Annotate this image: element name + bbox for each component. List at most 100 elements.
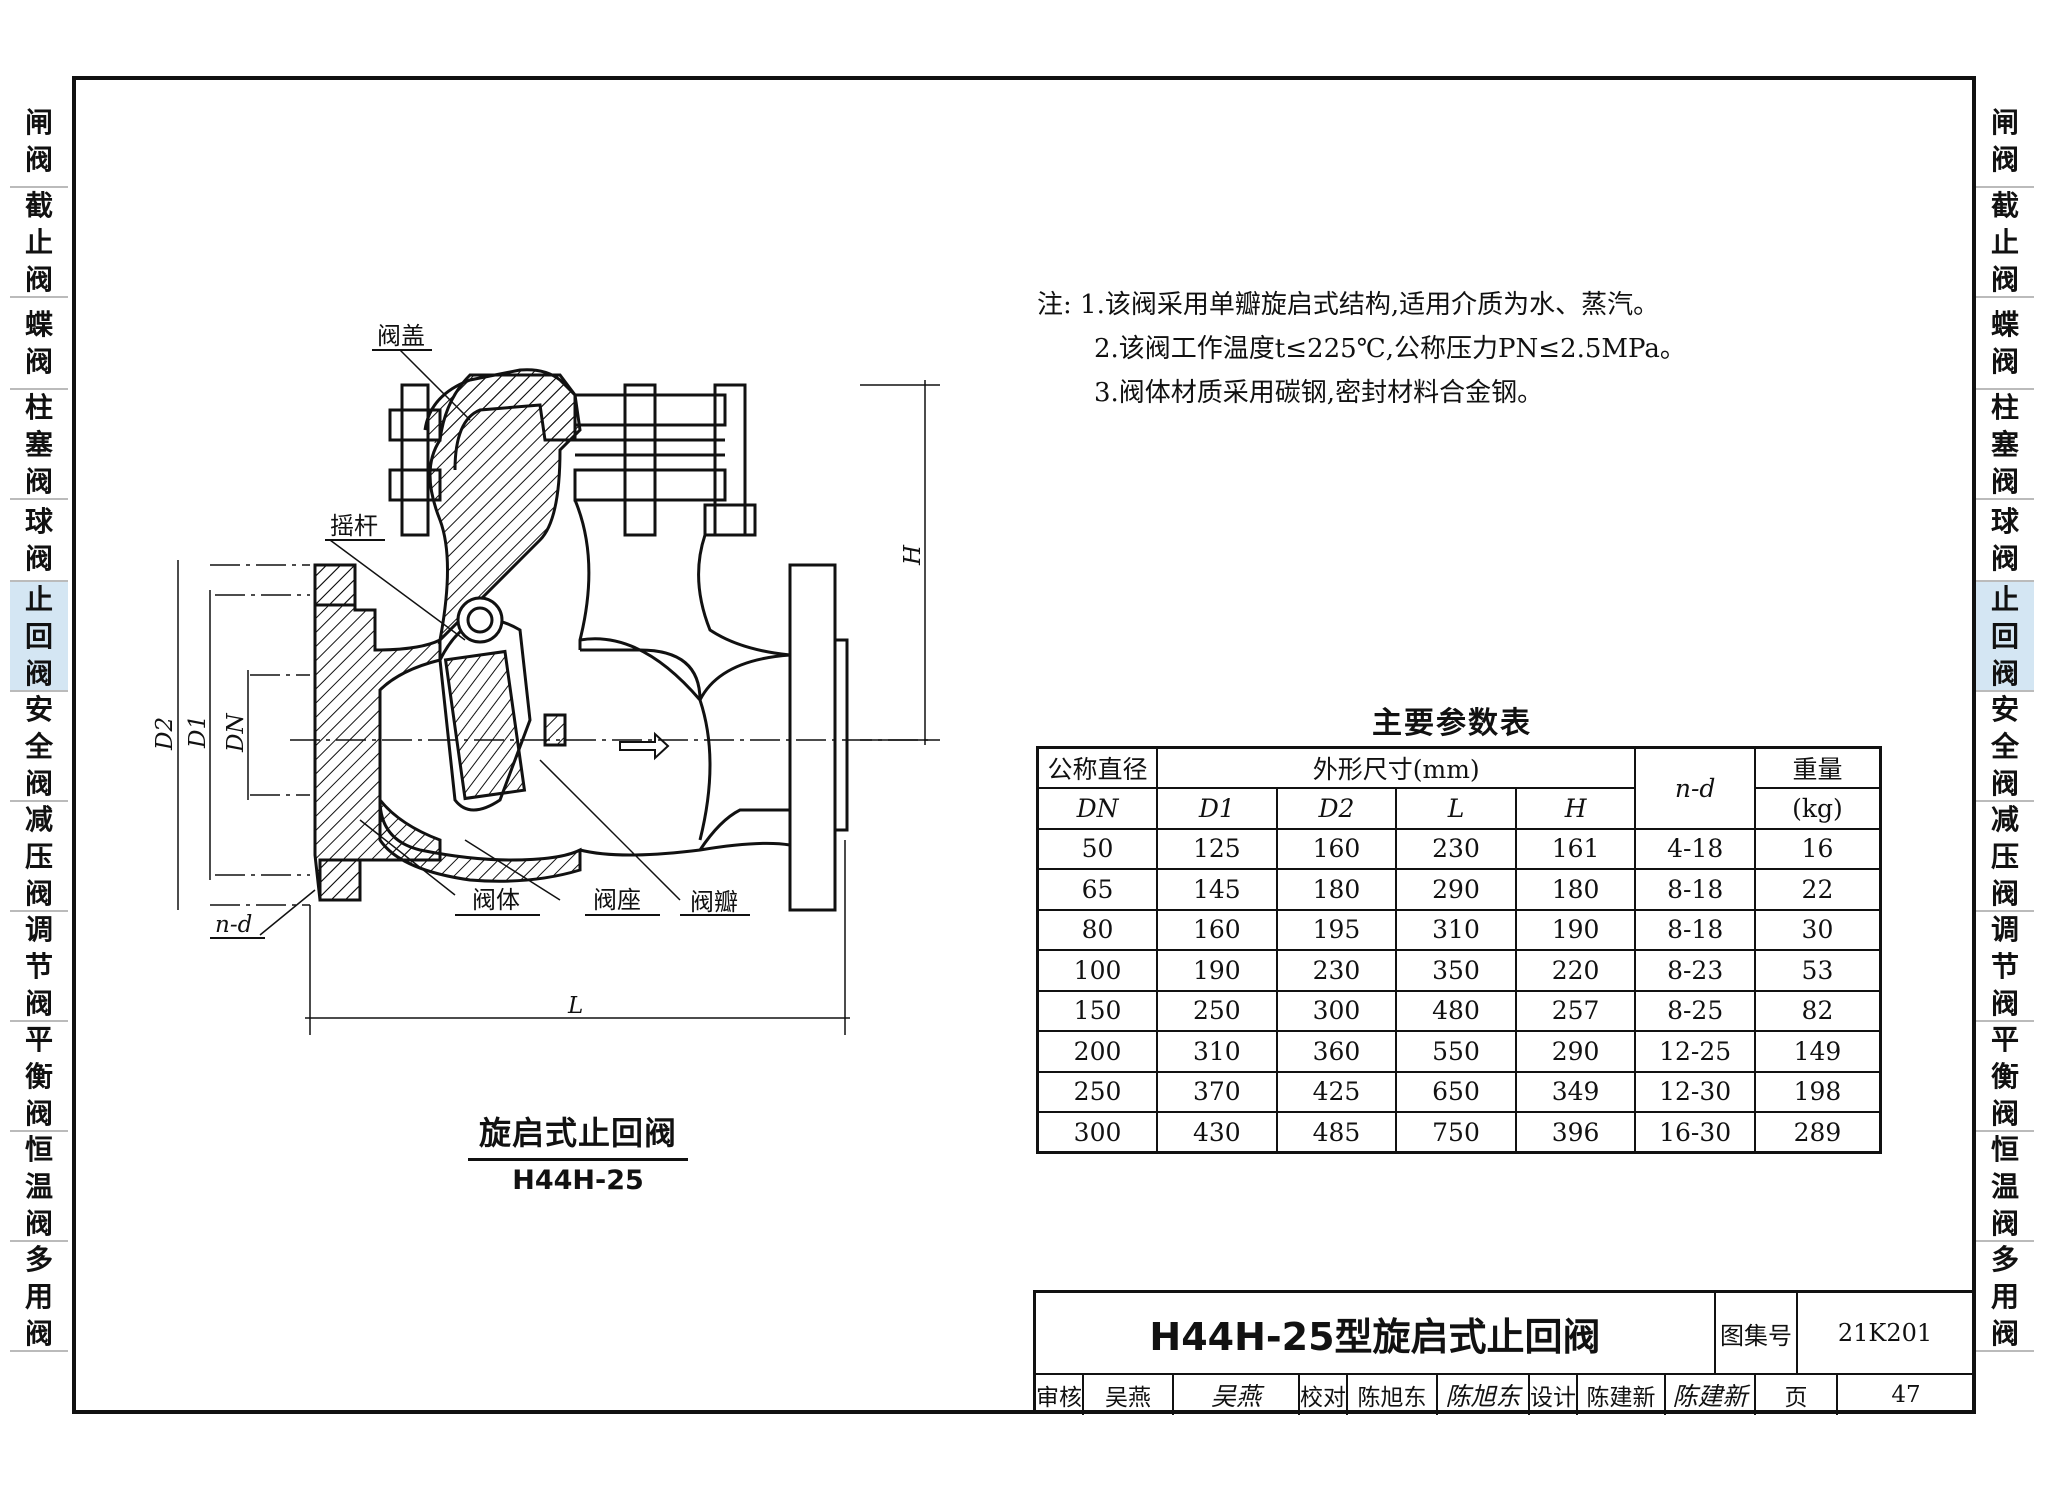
note-2: 2.该阀工作温度t≤225℃,公称压力PN≤2.5MPa。 (1094, 334, 1686, 364)
sidebar-tab[interactable]: 安全阀 (1976, 692, 2034, 802)
table-cell: 160 (1275, 827, 1398, 870)
header-d2: D2 (1275, 787, 1398, 830)
table-cell: 180 (1275, 868, 1398, 911)
header-d1: D1 (1156, 787, 1278, 830)
page-label: 页 (1756, 1375, 1838, 1415)
table-cell: 485 (1275, 1111, 1398, 1154)
drawing-title: H44H-25型旋启式止回阀 (1036, 1293, 1716, 1375)
sidebar-tab[interactable]: 多用阀 (1976, 1242, 2034, 1352)
note-1: 1.该阀采用单瓣旋启式结构,适用介质为水、蒸汽。 (1080, 290, 1660, 320)
atlas-number: 21K201 (1798, 1293, 1974, 1375)
table-cell: 289 (1753, 1111, 1882, 1154)
header-nd: n-d (1634, 746, 1756, 830)
table-cell: 30 (1753, 908, 1882, 951)
sidebar-tab[interactable]: 球阀 (1976, 500, 2034, 582)
table-cell: 180 (1514, 868, 1637, 911)
header-l: L (1395, 787, 1517, 830)
sidebar-tab[interactable]: 调节阀 (1976, 912, 2034, 1022)
table-cell: 150 (1036, 989, 1159, 1032)
header-h: H (1514, 787, 1637, 830)
sidebar-tab[interactable]: 减压阀 (1976, 802, 2034, 912)
table-cell: 195 (1275, 908, 1398, 951)
table-cell: 250 (1036, 1070, 1159, 1113)
table-cell: 650 (1395, 1070, 1517, 1113)
title-block: H44H-25型旋启式止回阀 图集号 21K201 审核 吴燕 吴燕 校对 陈旭… (1033, 1290, 1974, 1415)
table-cell: 100 (1036, 949, 1159, 992)
checker-name: 陈旭东 (1348, 1375, 1438, 1415)
table-cell: 125 (1156, 827, 1278, 870)
review-label: 审核 (1036, 1375, 1084, 1415)
check-label: 校对 (1300, 1375, 1348, 1415)
notes: 注: 1.该阀采用单瓣旋启式结构,适用介质为水、蒸汽。 2.该阀工作温度t≤22… (1037, 283, 1686, 415)
sidebar-tab[interactable]: 截止阀 (10, 188, 68, 298)
table-cell: 161 (1514, 827, 1637, 870)
sidebar-tab[interactable]: 柱塞阀 (1976, 390, 2034, 500)
table-cell: 12-30 (1634, 1070, 1756, 1113)
table-cell: 300 (1275, 989, 1398, 1032)
design-label: 设计 (1530, 1375, 1578, 1415)
header-weight-unit: (kg) (1753, 787, 1882, 830)
table-cell: 16 (1753, 827, 1882, 870)
reviewer-signature: 吴燕 (1174, 1375, 1300, 1415)
note-3: 3.阀体材质采用碳钢,密封材料合金钢。 (1094, 378, 1544, 408)
sidebar-tab[interactable]: 蝶阀 (1976, 298, 2034, 390)
atlas-label: 图集号 (1716, 1293, 1798, 1375)
sidebar-tab[interactable]: 减压阀 (10, 802, 68, 912)
table-cell: 310 (1395, 908, 1517, 951)
parameter-table: 公称直径 外形尺寸(mm) n-d 重量 DN D1 D2 L H (kg) 5… (1036, 746, 1882, 1154)
sidebar-tab[interactable]: 截止阀 (1976, 188, 2034, 298)
notes-prefix: 注: (1037, 290, 1072, 320)
label-bonnet: 阀盖 (377, 322, 425, 350)
sidebar-tab[interactable]: 蝶阀 (10, 298, 68, 390)
table-cell: 220 (1514, 949, 1637, 992)
table-title: 主要参数表 (1372, 706, 1532, 741)
right-sidebar: 闸阀截止阀蝶阀柱塞阀球阀止回阀安全阀减压阀调节阀平衡阀恒温阀多用阀 (1976, 96, 2034, 1352)
table-cell: 200 (1036, 1030, 1159, 1073)
sidebar-tab[interactable]: 恒温阀 (1976, 1132, 2034, 1242)
table-cell: 257 (1514, 989, 1637, 1032)
table-cell: 190 (1514, 908, 1637, 951)
drawing-frame (72, 76, 1976, 1414)
sidebar-tab[interactable]: 止回阀 (10, 582, 68, 692)
table-cell: 198 (1753, 1070, 1882, 1113)
table-cell: 349 (1514, 1070, 1637, 1113)
table-cell: 370 (1156, 1070, 1278, 1113)
table-cell: 53 (1753, 949, 1882, 992)
sidebar-tab[interactable]: 安全阀 (10, 692, 68, 802)
sidebar-tab[interactable]: 柱塞阀 (10, 390, 68, 500)
header-nominal: 公称直径 (1036, 746, 1159, 789)
dim-d2: D2 (152, 717, 178, 751)
table-cell: 8-23 (1634, 949, 1756, 992)
sidebar-tab[interactable]: 平衡阀 (1976, 1022, 2034, 1132)
table-cell: 750 (1395, 1111, 1517, 1154)
sidebar-tab[interactable]: 闸阀 (1976, 96, 2034, 188)
table-cell: 82 (1753, 989, 1882, 1032)
header-dn: DN (1036, 787, 1159, 830)
reviewer-name: 吴燕 (1084, 1375, 1174, 1415)
sidebar-tab[interactable]: 调节阀 (10, 912, 68, 1022)
table-cell: 310 (1156, 1030, 1278, 1073)
table-cell: 160 (1156, 908, 1278, 951)
sidebar-tab[interactable]: 闸阀 (10, 96, 68, 188)
table-cell: 480 (1395, 989, 1517, 1032)
sidebar-tab[interactable]: 多用阀 (10, 1242, 68, 1352)
table-cell: 22 (1753, 868, 1882, 911)
table-cell: 190 (1156, 949, 1278, 992)
table-cell: 300 (1036, 1111, 1159, 1154)
table-cell: 360 (1275, 1030, 1398, 1073)
sidebar-tab[interactable]: 平衡阀 (10, 1022, 68, 1132)
table-cell: 50 (1036, 827, 1159, 870)
sidebar-tab[interactable]: 球阀 (10, 500, 68, 582)
sidebar-tab[interactable]: 止回阀 (1976, 582, 2034, 692)
dim-l: L (567, 993, 583, 1019)
sidebar-tab[interactable]: 恒温阀 (10, 1132, 68, 1242)
table-cell: 8-18 (1634, 908, 1756, 951)
table-cell: 4-18 (1634, 827, 1756, 870)
